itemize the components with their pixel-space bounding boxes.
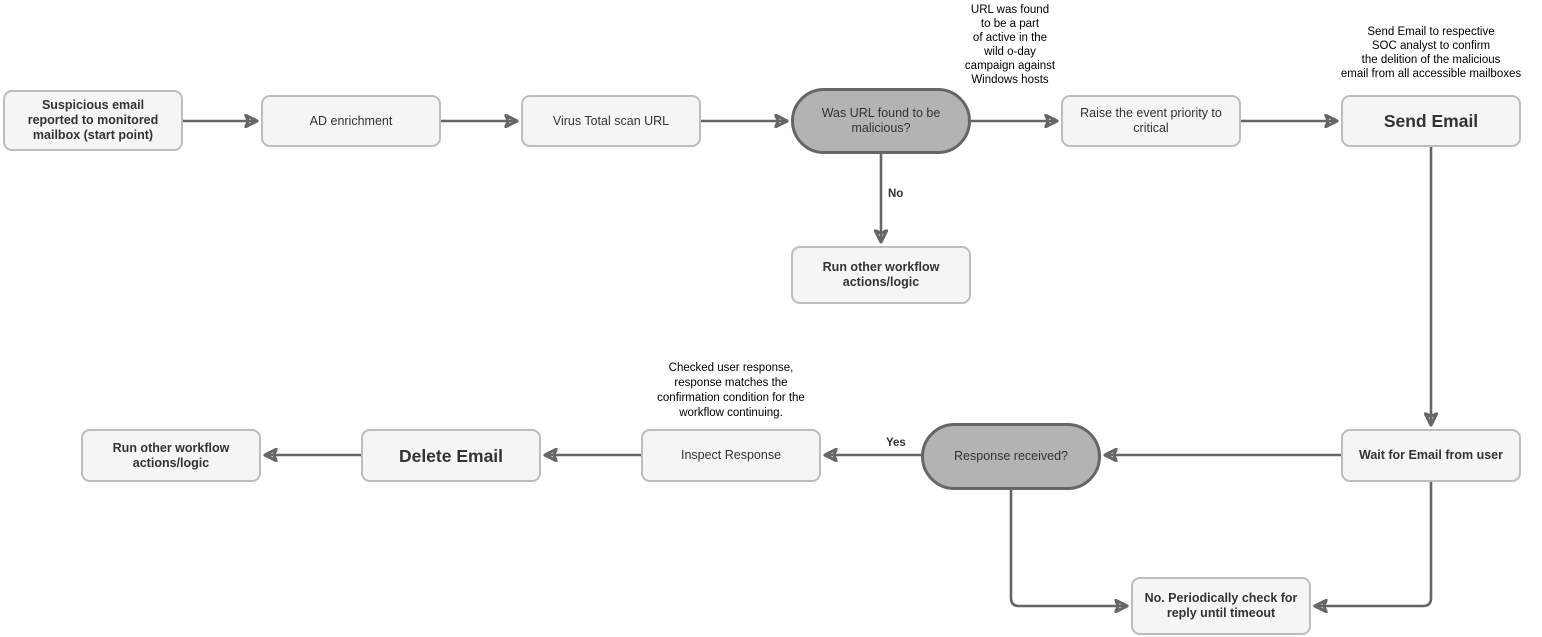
node-wait-for-email[interactable]: Wait for Email from user: [1341, 429, 1521, 482]
edge-wait-to-periodic: [1316, 482, 1433, 606]
node-periodic-check[interactable]: No. Periodically check for reply until t…: [1131, 577, 1311, 635]
node-wait-for-email-label: Wait for Email from user: [1358, 448, 1503, 462]
node-run-other-top[interactable]: Run other workflow actions/logic: [791, 246, 971, 304]
node-start-label: Suspicious email reported to monitored m…: [27, 98, 159, 142]
node-ad-enrichment-label: AD enrichment: [309, 113, 393, 128]
edge-label-no: No: [886, 188, 906, 200]
node-ad-enrichment[interactable]: AD enrichment: [261, 95, 441, 147]
node-url-malicious-decision-label: Was URL found to be malicious?: [821, 106, 941, 135]
annotation-send-email: Send Email to respective SOC analyst to …: [1340, 26, 1522, 80]
node-raise-priority-label: Raise the event priority to critical: [1080, 106, 1222, 135]
node-delete-email[interactable]: Delete Email: [361, 429, 541, 482]
node-raise-priority[interactable]: Raise the event priority to critical: [1061, 95, 1241, 147]
node-virus-total[interactable]: Virus Total scan URL: [521, 95, 701, 147]
edge-label-yes: Yes: [884, 437, 908, 449]
node-url-malicious-decision[interactable]: Was URL found to be malicious?: [791, 88, 971, 154]
node-inspect-response-label: Inspect Response: [680, 448, 782, 462]
node-run-other-bottom-label: Run other workflow actions/logic: [112, 440, 230, 470]
node-send-email[interactable]: Send Email: [1341, 95, 1521, 147]
annotation-zero-day: URL was found to be a part of active in …: [964, 4, 1056, 86]
node-run-other-bottom[interactable]: Run other workflow actions/logic: [81, 429, 261, 482]
node-periodic-check-label: No. Periodically check for reply until t…: [1144, 591, 1298, 620]
node-response-received-decision[interactable]: Response received?: [921, 423, 1101, 490]
node-virus-total-label: Virus Total scan URL: [552, 113, 670, 128]
node-inspect-response[interactable]: Inspect Response: [641, 429, 821, 482]
node-send-email-label: Send Email: [1383, 111, 1479, 131]
node-start[interactable]: Suspicious email reported to monitored m…: [3, 90, 183, 151]
node-response-received-decision-label: Response received?: [954, 449, 1068, 463]
annotation-inspect-response: Checked user response, response matches …: [657, 362, 805, 419]
node-delete-email-label: Delete Email: [398, 445, 504, 466]
node-run-other-top-label: Run other workflow actions/logic: [822, 260, 940, 289]
edge-response-to-periodic: [1009, 490, 1126, 606]
